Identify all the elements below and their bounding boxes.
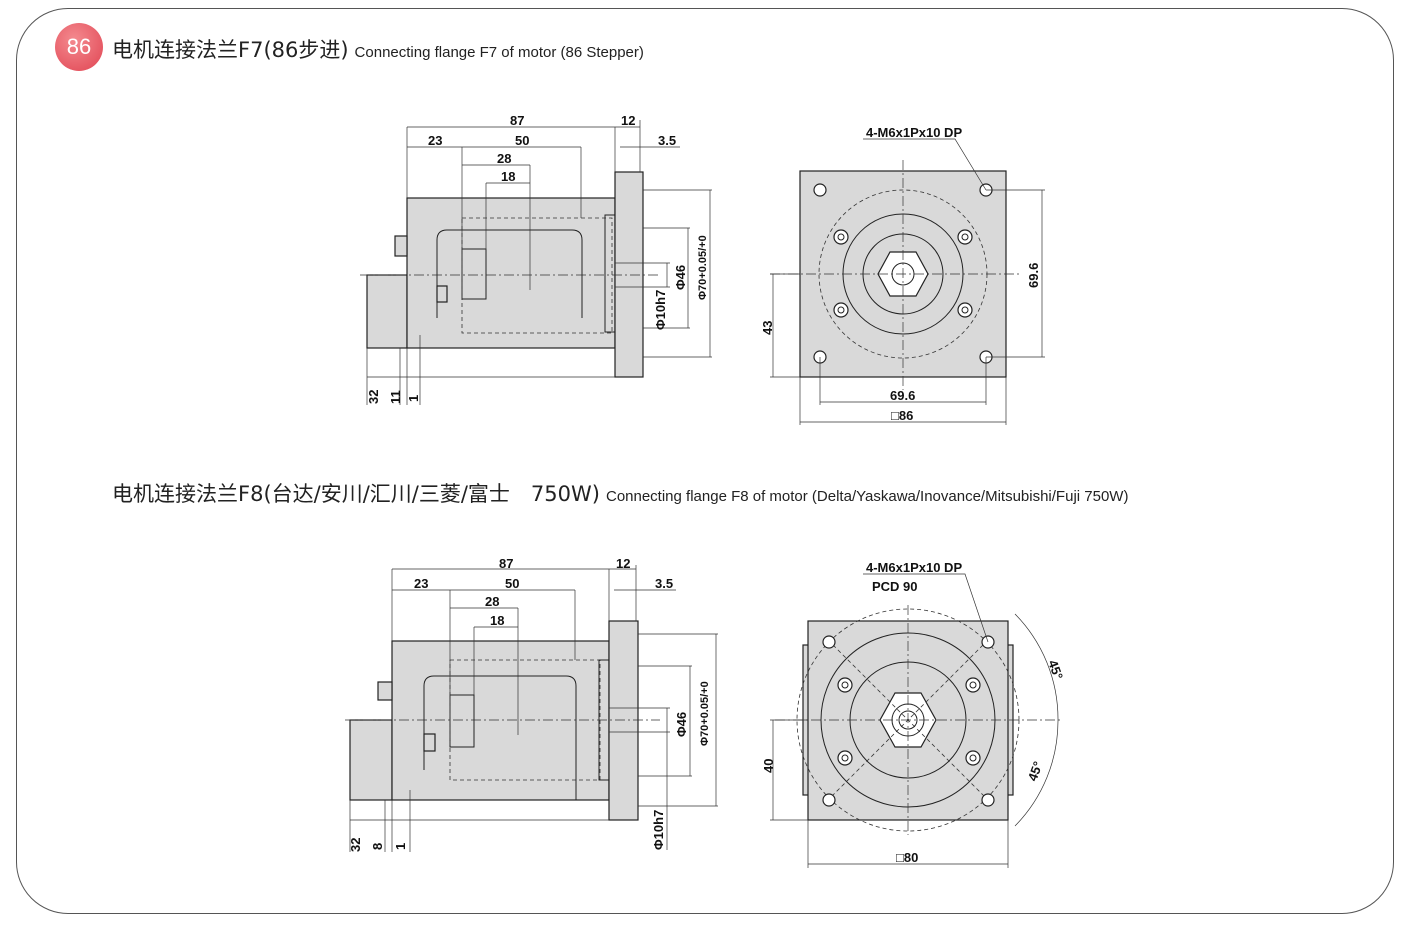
dim-label: 23 [428, 133, 442, 148]
dim-label: 18 [490, 613, 504, 628]
dim-label: 40 [761, 759, 776, 773]
mounting-holes [822, 635, 995, 807]
dim-label: 32 [348, 838, 363, 852]
f8-side-view: 87 12 3.5 23 50 28 18 32 8 1 Φ10h7 Φ46 Φ… [345, 556, 718, 852]
f8-front-view: 4-M6x1Px10 DP PCD 90 45° 45° 40 □80 [761, 560, 1066, 868]
section2-title-en: Connecting flange F8 of motor (Delta/Yas… [605, 488, 1129, 505]
dim-label: 23 [414, 576, 428, 591]
dim-label: 28 [485, 594, 499, 609]
dim-label: 3.5 [655, 576, 673, 591]
dim-label: □86 [891, 408, 913, 423]
dim-label: 8 [370, 843, 385, 850]
f7-side-view: 87 12 3.5 23 50 28 18 32 11 1 Φ10h7 Φ46 … [360, 113, 712, 405]
dim-label: 69.6 [890, 388, 915, 403]
section1-title-cn: 电机连接法兰F7(86步进) [112, 38, 349, 62]
section1-title: 电机连接法兰F7(86步进) Connecting flange F7 of mo… [112, 34, 644, 64]
section-number-badge: 86 [55, 23, 103, 71]
dim-label: 87 [499, 556, 513, 571]
dim-label: 50 [515, 133, 529, 148]
dim-label: 28 [497, 151, 511, 166]
dim-label: Φ46 [674, 712, 689, 737]
dim-label: Φ10h7 [653, 290, 668, 330]
dim-label: □80 [896, 850, 918, 865]
dim-label: 32 [366, 390, 381, 404]
mounting-holes [813, 183, 993, 364]
dim-label: PCD 90 [872, 579, 918, 594]
dim-label: 69.6 [1026, 263, 1041, 288]
dim-label: Φ70+0.05/+0 [697, 235, 709, 300]
f7-front-view: 4-M6x1Px10 DP 69.6 43 69.6 □86 [760, 125, 1045, 425]
section2-title-cn: 电机连接法兰F8(台达/安川/汇川/三菱/富士 750W) [112, 482, 600, 506]
dim-label: 18 [501, 169, 515, 184]
page-frame [16, 8, 1394, 914]
dim-label: 4-M6x1Px10 DP [866, 125, 962, 140]
dim-label: 45° [1025, 759, 1046, 783]
dim-label: 50 [505, 576, 519, 591]
dim-label: 4-M6x1Px10 DP [866, 560, 962, 575]
dim-label: 45° [1045, 658, 1066, 682]
dim-label: 1 [393, 843, 408, 850]
section2-title: 电机连接法兰F8(台达/安川/汇川/三菱/富士 750W) Connecting … [112, 478, 1128, 508]
dim-label: 43 [760, 321, 775, 335]
dim-label: 12 [621, 113, 635, 128]
dim-label: 87 [510, 113, 524, 128]
dim-label: Φ46 [673, 265, 688, 290]
dim-label: 1 [406, 395, 421, 402]
dim-label: Φ70+0.05/+0 [699, 681, 711, 746]
dim-label: 3.5 [658, 133, 676, 148]
dim-label: 11 [388, 390, 403, 404]
section1-title-en: Connecting flange F7 of motor (86 Steppe… [354, 44, 644, 61]
dim-label: Φ10h7 [651, 810, 666, 850]
dim-label: 12 [616, 556, 630, 571]
